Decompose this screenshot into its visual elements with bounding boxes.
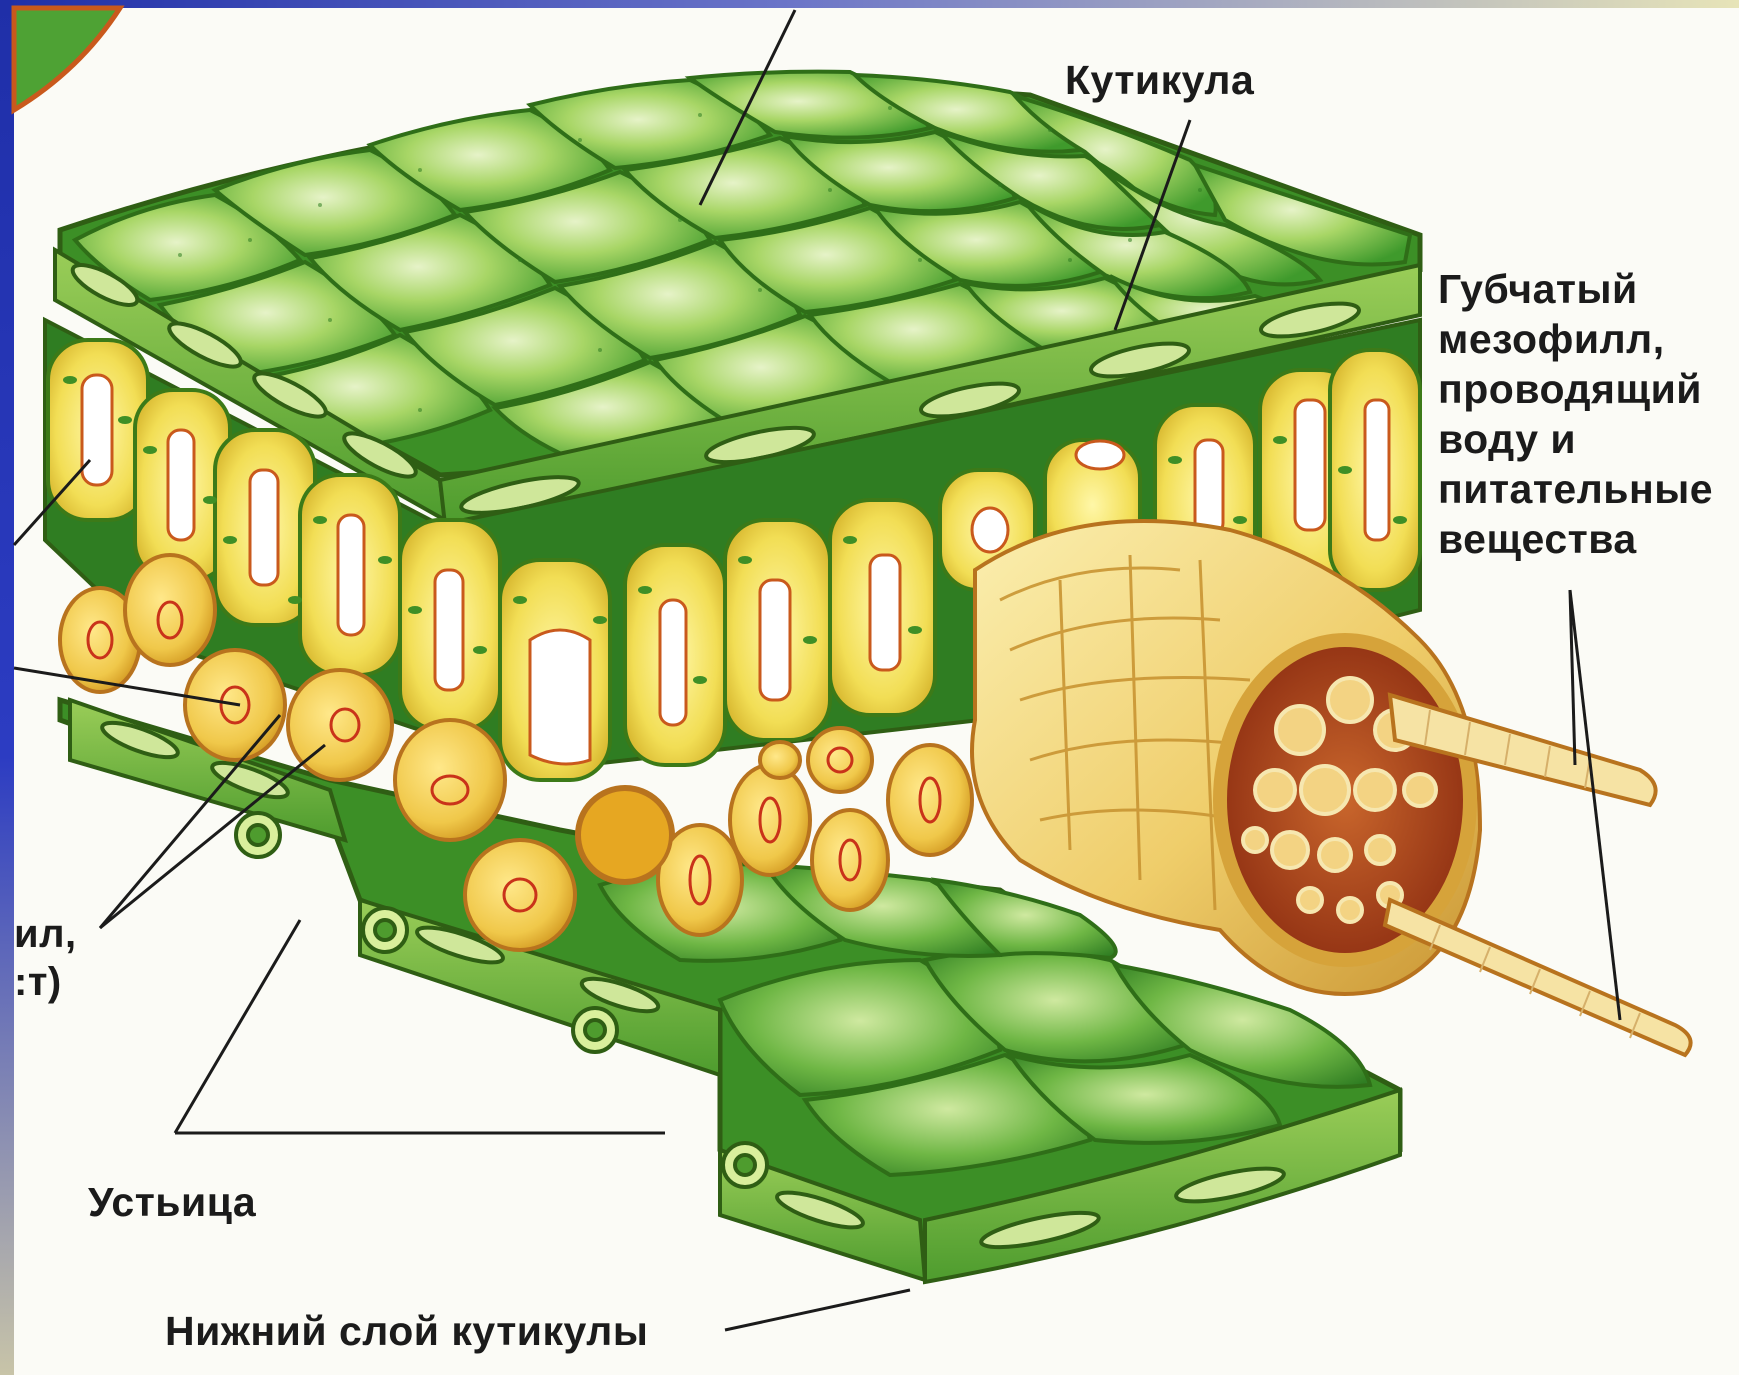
label-cut-line: :т) — [14, 958, 77, 1006]
label-stoma: Устьица — [88, 1177, 256, 1227]
corner-green-disc — [14, 8, 120, 110]
label-spongy-line: воду и — [1438, 414, 1738, 464]
label-spongy-line: проводящий — [1438, 364, 1738, 414]
label-spongy-line: Губчатый — [1438, 264, 1738, 314]
label-cut-off-left: ил, :т) — [14, 910, 77, 1006]
label-lower-cuticle: Нижний слой кутикулы — [165, 1306, 648, 1356]
label-spongy-mesophyll: Губчатый мезофилл, проводящий воду и пит… — [1438, 264, 1738, 564]
spongy-round-cell — [579, 789, 671, 881]
label-cut-line: ил, — [14, 910, 77, 958]
label-cuticle: Кутикула — [1065, 55, 1254, 105]
label-spongy-line: питательные — [1438, 464, 1738, 514]
label-spongy-line: вещества — [1438, 514, 1738, 564]
label-spongy-line: мезофилл, — [1438, 314, 1738, 364]
